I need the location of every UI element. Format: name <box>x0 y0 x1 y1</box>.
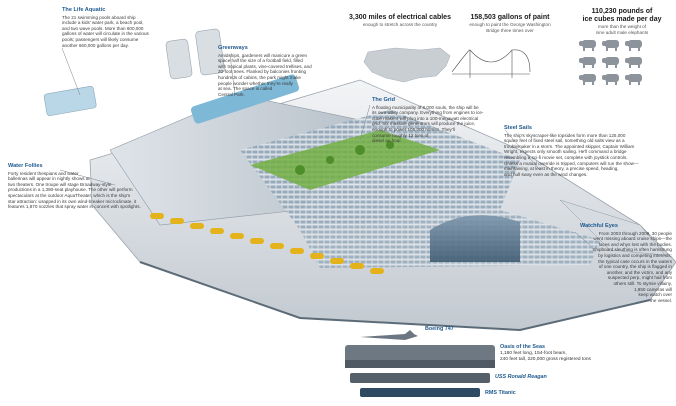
callout-line: Shipboard sleuthing is often hamstrung <box>592 247 672 253</box>
callout-title: Greenways <box>218 45 248 51</box>
callout-water-follies: Water Follies Forty resident thespians a… <box>8 163 183 210</box>
callout-line: include a kids' water park, a beach pool… <box>62 20 144 26</box>
callout-line: two theaters. One troupe will stage Broa… <box>8 181 112 187</box>
callout-line: keep watch over <box>638 292 672 298</box>
fact-headline: 158,503 gallons of paint <box>470 14 550 21</box>
callout-grid: The Grid A floating municipality of 8,00… <box>372 97 512 144</box>
callout-line: gallons of water will circulate in the v… <box>62 31 149 37</box>
fact-detail: more than the weight of <box>597 24 646 29</box>
callout-line: grid. Six massive generators will produc… <box>372 121 476 127</box>
callout-line: From 2003 through 2009, 30 people <box>598 230 672 236</box>
callout-steel-sails: Steel Sails The ship's skyscraper-like t… <box>504 125 672 177</box>
callout-title: Water Follies <box>8 163 43 169</box>
callout-line: ballerinas will appear in nightly shows … <box>8 176 90 182</box>
callout-line: Central Park. <box>218 91 245 97</box>
elephant-icon <box>579 40 642 85</box>
label-boeing-text: Boeing 747 <box>425 326 454 332</box>
callout-line: consume roughly 12 tons of <box>372 132 429 138</box>
theater-glass <box>430 215 520 262</box>
callout-line: troublemaker in a storm. The appointed s… <box>504 143 635 149</box>
callout-line: Amidships, gardeners will manicure a gre… <box>218 52 308 58</box>
callout-line: space half the size of a football field,… <box>218 58 303 64</box>
callout-line: and two wave pools. More than 600,000 <box>62 25 144 31</box>
fact-ice: 110,230 pounds of ice cubes made per day… <box>572 8 672 35</box>
callout-line: square feet of fixed steel sail, somethi… <box>504 138 625 144</box>
usa-map-icon <box>363 47 451 83</box>
callout-line: pools; passengers will likely consume <box>62 36 139 42</box>
callout-line: with tropical plants, vine-covered trell… <box>218 63 312 69</box>
fact-cables: 3,300 miles of electrical cables enough … <box>340 14 460 28</box>
callout-line: the typical case occurs in the waters <box>598 258 672 264</box>
fact-detail: nine adult male elephants <box>595 29 649 35</box>
callout-title: The Grid <box>372 97 395 103</box>
fact-headline: 3,300 miles of electrical cables <box>349 14 451 21</box>
callout-line: features 1,870 nozzles that spray water … <box>8 204 141 210</box>
callout-line: and hull sway even as the wind changes. <box>504 171 588 177</box>
balcony-band-upper <box>240 110 520 230</box>
reagan-silhouette <box>350 373 490 383</box>
callout-title: Steel Sails <box>504 125 532 131</box>
callout-line: the vessel. <box>650 297 672 303</box>
callout-line: The 21 swimming pools aboard ship <box>62 14 136 20</box>
callout-line: at sea. The space is called <box>218 86 273 92</box>
waterline <box>139 261 651 332</box>
callout-line: went missing aboard cruise ships—the <box>593 236 672 242</box>
callout-line: Unless a mutual override is tripped, com… <box>504 160 639 166</box>
callout-line: 1,850 cameras will <box>633 286 672 292</box>
callout-life-aquatic: The Life Aquatic The 21 swimming pools a… <box>62 7 178 48</box>
callout-line: another 660,000 gallons per day. <box>62 42 129 48</box>
pool-deck <box>190 74 300 124</box>
callout-line: hundreds of cabins, the park might make <box>218 74 301 80</box>
label-reagan: USS Ronald Reagan <box>495 374 547 381</box>
label-titanic-text: RMS Titanic <box>485 390 516 396</box>
callout-line: spectaculars at the outdoor AquaTheater,… <box>8 192 131 198</box>
callout-line: of one country, the ship is flagged in <box>598 264 672 270</box>
callout-line: maintaining, at least in theory, a preci… <box>504 166 619 172</box>
fact-detail: enough to paint the George Washington <box>469 22 551 27</box>
bridge-icon <box>451 49 531 78</box>
callout-line: cube makers will plug into a 100-megawat… <box>372 115 479 121</box>
callout-line: faces and whys lost with the bodies. <box>598 241 672 247</box>
boeing-747-silhouette <box>360 330 418 340</box>
callout-line: people wonder whether they're really <box>218 80 293 86</box>
funnel <box>165 38 193 80</box>
callout-watchful-eyes: Watchful Eyes From 2003 through 2009, 30… <box>580 223 672 303</box>
callout-line: by logistics and competing interests: <box>598 252 672 258</box>
callout-line: 20-foot trees. Flanked by balconies fron… <box>218 69 307 75</box>
fact-detail: enough to stretch across the country <box>362 22 438 27</box>
fact-detail: Bridge three times over <box>486 27 534 33</box>
callout-line: others still. To stymie villainy, <box>613 280 672 286</box>
lifeboat-row <box>150 213 384 274</box>
callout-line: enough to power 105,000 homes. They'll <box>372 126 455 132</box>
label-oasis-line: 1,180 feet long, 154-foot beam, <box>500 350 567 356</box>
bridge-deck <box>559 199 666 256</box>
callout-line: The ship's skyscraper-like topsides form… <box>504 132 626 138</box>
callout-title: The Life Aquatic <box>62 7 106 13</box>
callout-greenways: Greenways Amidships, gardeners will mani… <box>218 45 330 97</box>
label-oasis-line: 240 feet tall, 220,000 gross registered … <box>500 356 591 362</box>
label-titanic: RMS Titanic <box>485 390 516 397</box>
callout-line: productions in a 1,380-seat playhouse. T… <box>8 187 133 193</box>
callout-line: star attraction: wrapped in its own wind… <box>8 198 137 204</box>
callout-line: diesel an hour. <box>372 138 402 144</box>
fact-headline: 110,230 pounds of <box>591 8 653 15</box>
titanic-silhouette <box>360 388 480 397</box>
callout-title: Watchful Eyes <box>580 223 619 229</box>
callout-line: resembling a sci-fi movie set, complete … <box>504 154 628 160</box>
label-boeing: Boeing 747 <box>425 326 454 333</box>
label-oasis-title: Oasis of the Seas <box>500 344 545 350</box>
label-reagan-text: USS Ronald Reagan <box>495 374 547 380</box>
callout-line: another, and the victim, and any <box>606 269 672 275</box>
fact-paint: 158,503 gallons of paint enough to paint… <box>460 14 560 33</box>
label-oasis: Oasis of the Seas 1,180 feet long, 154-f… <box>500 344 660 362</box>
callout-line: Wright, expects only smooth sailing. He'… <box>504 149 627 155</box>
callout-line: A floating municipality of 8,000 souls, … <box>372 104 479 110</box>
callout-line: Forty resident thespians and water <box>8 170 79 176</box>
fact-headline: ice cubes made per day <box>582 16 662 23</box>
callout-line: suspected perp, might hail from <box>607 275 672 281</box>
callout-line: its own utility company. Everything from… <box>372 110 484 116</box>
